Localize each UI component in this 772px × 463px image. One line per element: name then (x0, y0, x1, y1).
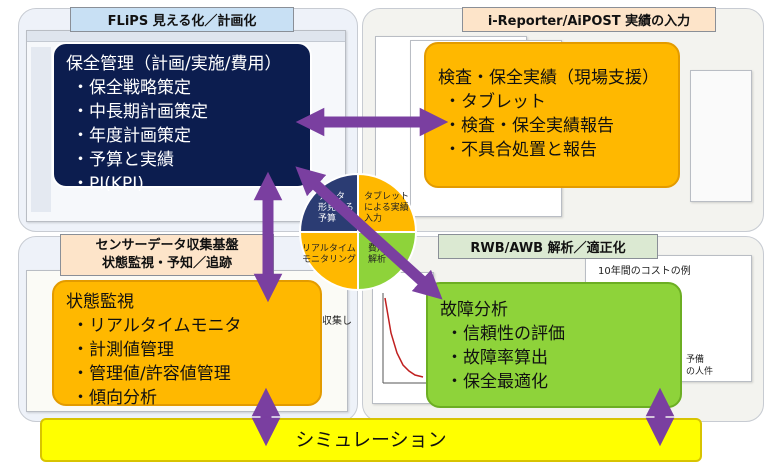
failure-item: ・故障率算出 (446, 348, 548, 368)
failure-item: ・保全最適化 (446, 372, 548, 392)
rwb-chart-graphic (382, 293, 429, 384)
pie-label-top-right-line3: 入力 (364, 214, 383, 224)
sensor-title-line2: 状態監視・予知／追跡 (101, 256, 232, 271)
failure-item: ・信頼性の評価 (446, 324, 565, 344)
pie-label-top-right-line2: による実績 (364, 203, 409, 213)
flips-screenshot-titlebar (27, 31, 345, 42)
inspection-item: ・検査・保全実績報告 (444, 116, 614, 136)
maintenance-heading: 保全管理（計画/実施/費用） (66, 54, 282, 74)
monitoring-item: ・管理値/許容値管理 (72, 364, 231, 384)
pie-label-top-left: データ 形見える 予算 (318, 192, 354, 225)
sensor-title: センサーデータ収集基盤 状態監視・予知／追跡 (60, 234, 274, 276)
flips-title: FLiPS 見える化／計画化 (70, 7, 294, 32)
maintenance-item: ・年度計画策定 (72, 126, 191, 146)
cycle-pie (298, 172, 418, 292)
ireporter-title: i-Reporter/AiPOST 実績の入力 (462, 7, 716, 32)
sensor-fragment-collect: 収集し (322, 316, 352, 327)
pie-label-top-left-line3: 予算 (318, 214, 337, 224)
simulation-bar: シミュレーション (40, 418, 702, 462)
monitoring-heading: 状態監視 (66, 292, 134, 312)
pie-label-bottom-left: リアルタイム モニタリング (302, 244, 356, 266)
pie-label-bottom-left-line1: リアルタイム (302, 244, 356, 254)
cost-chart-fragment-count: の人件 (686, 367, 714, 377)
monitoring-box: 状態監視 ・リアルタイムモニタ ・計測値管理 ・管理値/許容値管理 ・傾向分析 (52, 280, 322, 408)
pie-label-top-right-line1: タブレット (364, 192, 410, 202)
cost-chart-caption: 10年間のコストの例 (598, 266, 691, 277)
inspection-heading: 検査・保全実績（現場支援） (438, 68, 659, 88)
maintenance-item: ・予算と実績 (72, 150, 174, 170)
pie-label-bottom-right-line2: 解析 (368, 255, 387, 265)
inspection-item: ・不具合処置と報告 (444, 140, 597, 160)
cost-chart-fragment-plan: 予備 (686, 355, 705, 365)
inspection-box: 検査・保全実績（現場支援） ・タブレット ・検査・保全実績報告 ・不具合処置と報… (424, 42, 680, 188)
maintenance-item: ・中長期計画策定 (72, 102, 208, 122)
failure-heading: 故障分析 (440, 300, 508, 320)
pie-label-top-right: タブレット による実績 入力 (364, 192, 409, 225)
failure-analysis-box: 故障分析 ・信頼性の評価 ・故障率算出 ・保全最適化 (426, 282, 682, 408)
pie-label-bottom-left-line2: モニタリング (302, 255, 357, 265)
rwb-title: RWB/AWB 解析／適正化 (438, 234, 658, 259)
pie-label-top-left-line1: データ (318, 192, 346, 202)
maintenance-item: ・保全戦略策定 (72, 78, 191, 98)
pie-label-bottom-right: 費用 解析 (368, 244, 386, 266)
pie-label-top-left-line2: 形見える (318, 203, 354, 213)
monitoring-item: ・計測値管理 (72, 340, 174, 360)
pie-label-bottom-right-line1: 費用 (368, 244, 387, 254)
monitoring-item: ・傾向分析 (72, 388, 157, 408)
flips-screenshot-sidebar (31, 47, 51, 212)
inspection-item: ・タブレット (444, 92, 546, 112)
maintenance-box: 保全管理（計画/実施/費用） ・保全戦略策定 ・中長期計画策定 ・年度計画策定 … (52, 42, 312, 194)
maintenance-item: ・PI(KPI) (72, 174, 144, 194)
monitoring-item: ・リアルタイムモニタ (72, 316, 242, 336)
pie-segment-bottom-right (357, 231, 418, 292)
sensor-title-line1: センサーデータ収集基盤 (95, 238, 239, 253)
ireporter-form-3 (690, 70, 752, 202)
